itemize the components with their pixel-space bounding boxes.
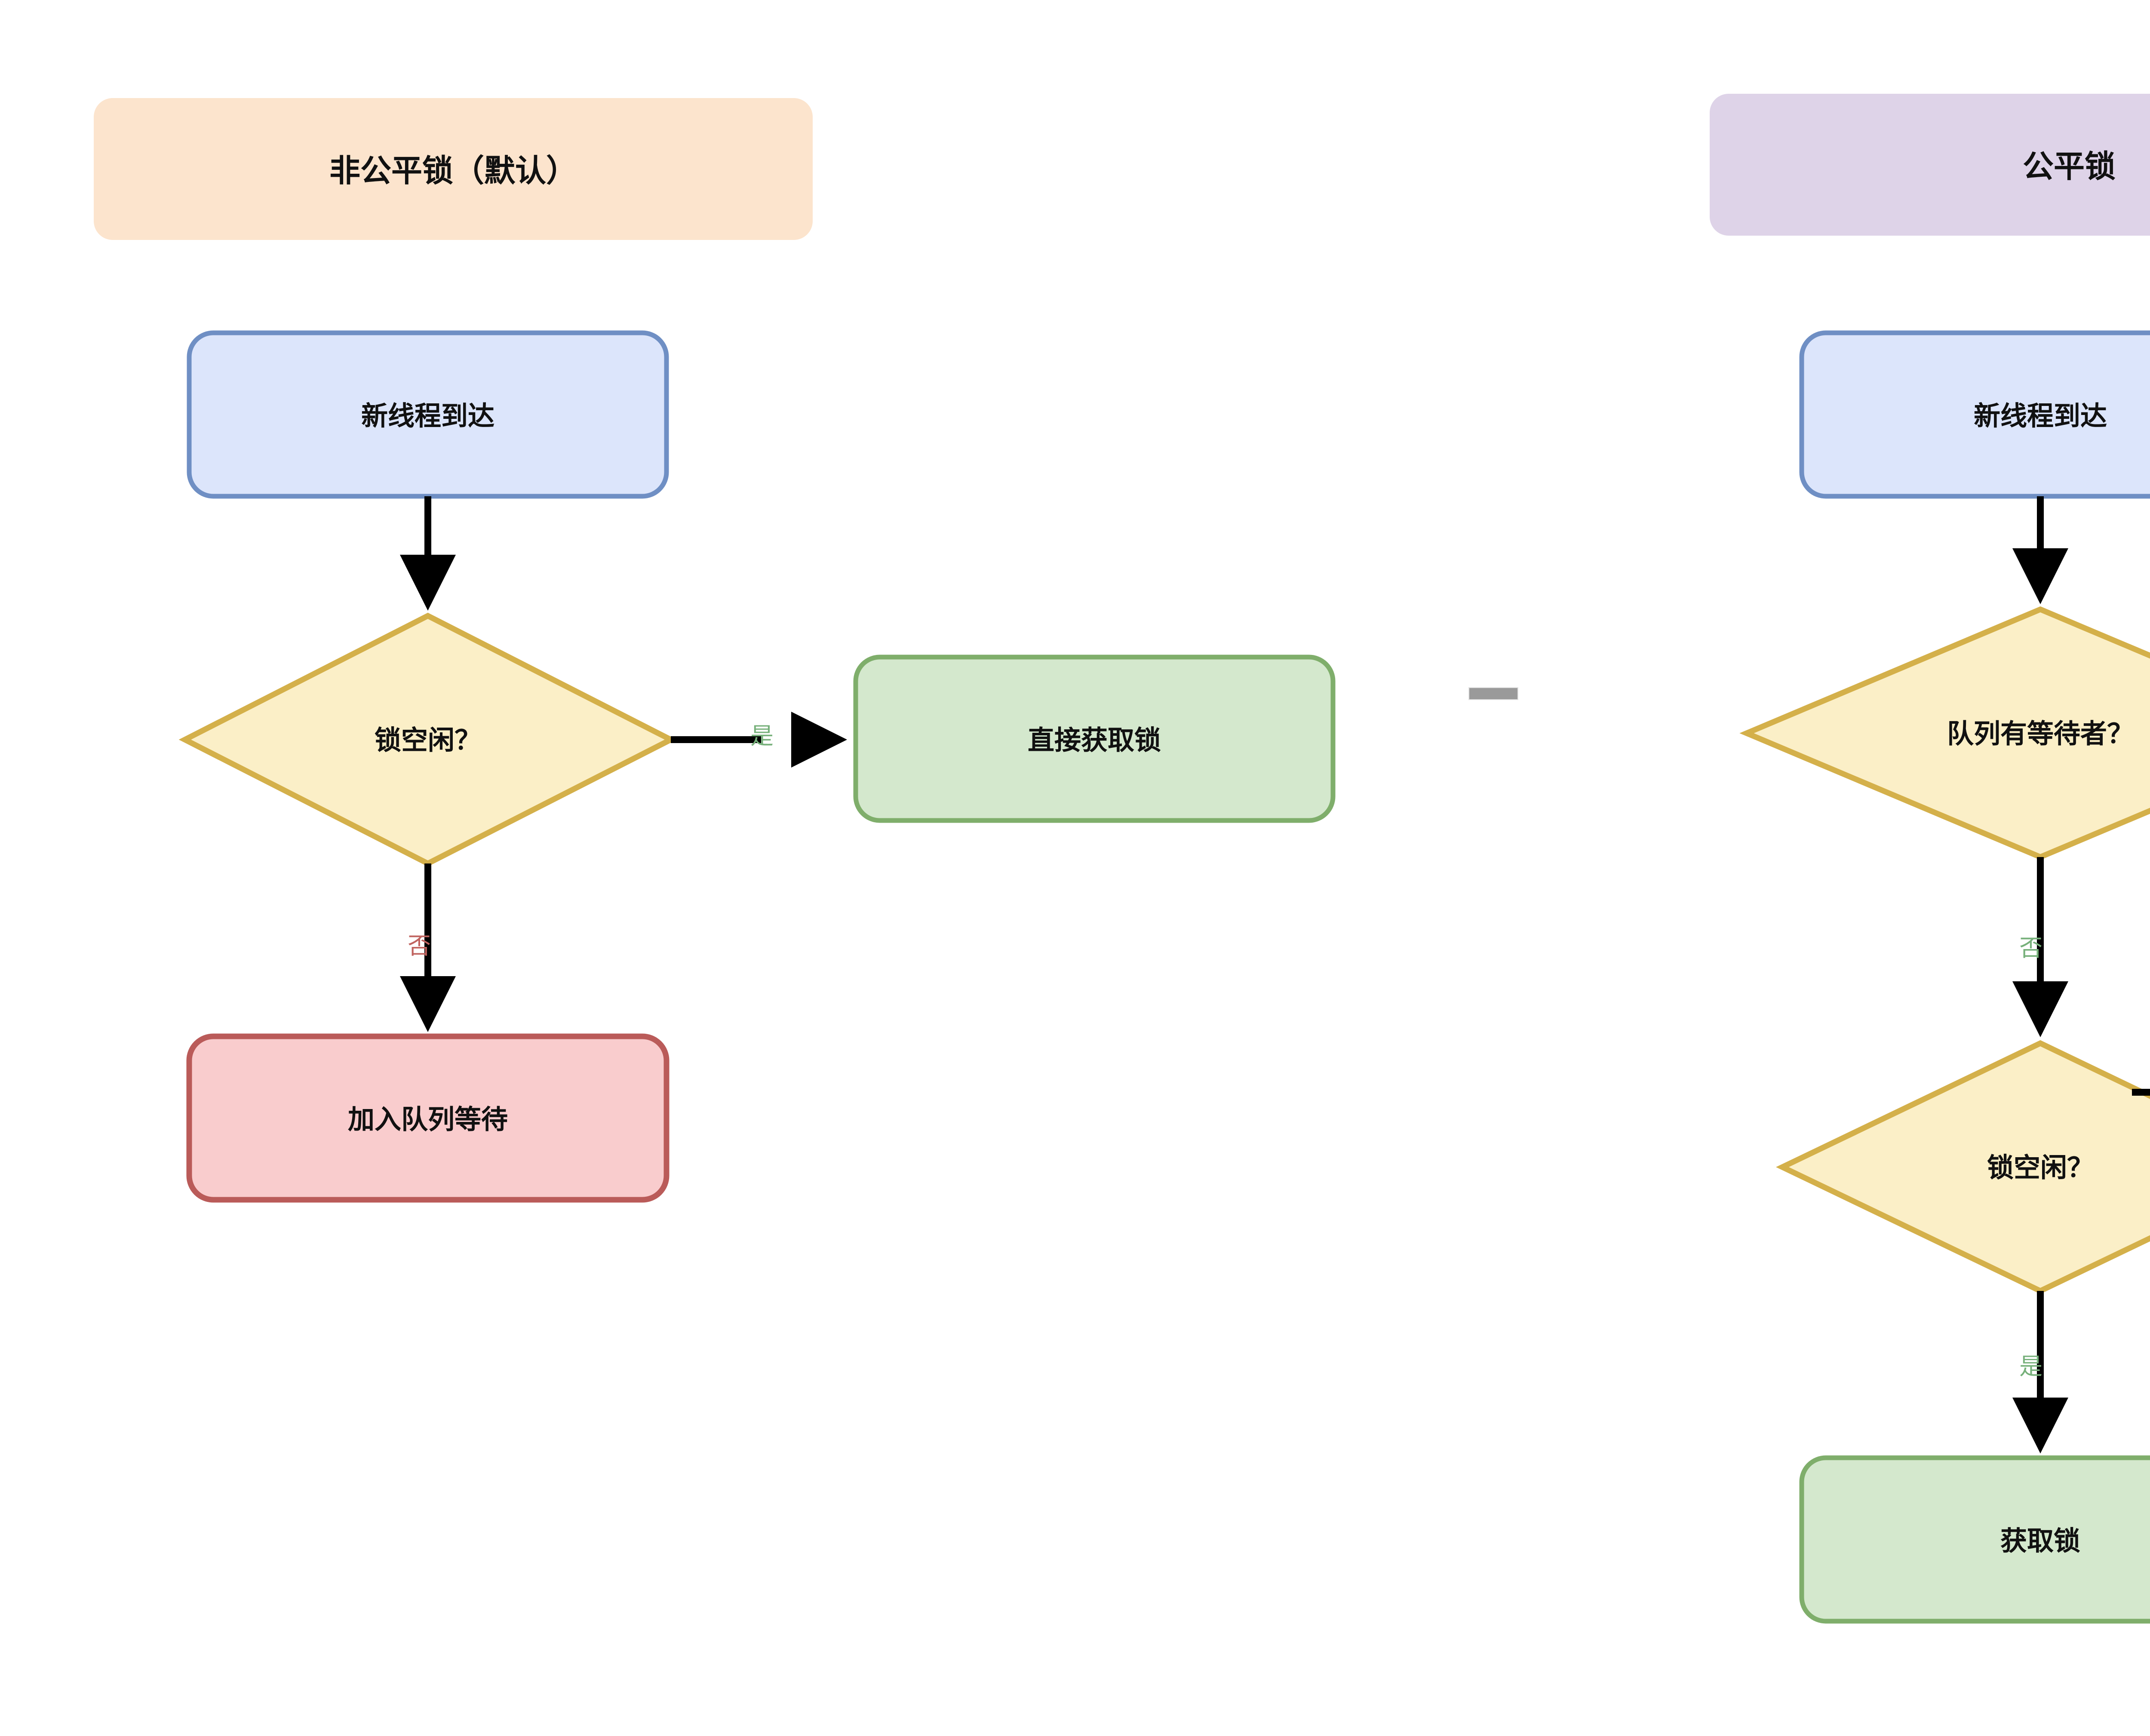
node-right-decision-lockfree[interactable]: 锁空闲？: [1775, 1040, 2150, 1294]
left-acquire-shape[interactable]: [853, 654, 1336, 823]
right-decision2-shape[interactable]: [1775, 1040, 2150, 1294]
left-yes-arrowhead: [791, 712, 847, 768]
left-chart-title: 非公平锁（默认）: [94, 98, 813, 240]
left-chart-group: 非公平锁（默认） 新线程到达 锁空闲？ 是: [94, 98, 1336, 1203]
node-left-wait[interactable]: 加入队列等待: [186, 1033, 670, 1203]
left-wait-shape[interactable]: [186, 1033, 670, 1203]
right-decision1-label: 队列有等待者？: [1947, 719, 2134, 749]
right-start-label: 新线程到达: [1974, 402, 2107, 431]
right-decision2-label: 锁空闲？: [1987, 1153, 2094, 1183]
left-wait-label: 加入队列等待: [348, 1105, 508, 1135]
right-title-box: [1710, 94, 2150, 236]
left-decision-label: 锁空闲？: [375, 726, 481, 756]
edge-right-decision1-no: 否: [2012, 857, 2068, 1037]
right-no1-edge-label: 否: [2019, 935, 2042, 961]
edge-right-start-to-decision1: [2012, 496, 2068, 604]
node-right-decision-queue[interactable]: 队列有等待者？: [1739, 606, 2150, 860]
edge-left-decision-no: 否: [400, 863, 456, 1032]
node-right-start[interactable]: 新线程到达: [1799, 330, 2150, 499]
right-yes2-edge-label: 是: [2019, 1354, 2042, 1380]
right-yes2-arrowhead: [2012, 1398, 2068, 1453]
node-left-acquire[interactable]: 直接获取锁: [853, 654, 1336, 823]
left-title-text: 非公平锁（默认）: [329, 154, 577, 188]
edge-left-decision-yes: 是: [671, 712, 847, 768]
right-title-text: 公平锁: [2023, 150, 2116, 184]
node-left-decision[interactable]: 锁空闲？: [178, 612, 677, 867]
node-left-start[interactable]: 新线程到达: [187, 330, 669, 499]
left-edge1-arrowhead: [400, 555, 456, 611]
node-right-acquire[interactable]: 获取锁: [1799, 1455, 2150, 1624]
right-acquire-shape[interactable]: [1799, 1455, 2150, 1624]
right-chart-group: 公平锁 新线程到达 队列有等待者？ 是: [1710, 94, 2150, 1624]
edge-left-start-to-decision: [400, 496, 456, 611]
right-no2-path: [2132, 1089, 2150, 1096]
left-yes-edge-label: 是: [750, 723, 774, 749]
left-no-arrowhead: [400, 976, 456, 1032]
left-start-label: 新线程到达: [361, 402, 494, 431]
edge-right-decision2-yes: 是: [2012, 1291, 2068, 1453]
edge-right-decision2-no-loopback: 否: [2132, 1089, 2150, 1096]
right-chart-title: 公平锁: [1710, 94, 2150, 236]
right-edge1-arrowhead: [2012, 548, 2068, 604]
left-title-box: [94, 98, 813, 240]
left-no-edge-label: 否: [408, 933, 431, 959]
right-acquire-label: 获取锁: [2000, 1527, 2080, 1556]
right-no1-arrowhead: [2012, 981, 2068, 1037]
chart-divider-bar: [1468, 687, 1518, 700]
left-acquire-label: 直接获取锁: [1028, 726, 1161, 756]
